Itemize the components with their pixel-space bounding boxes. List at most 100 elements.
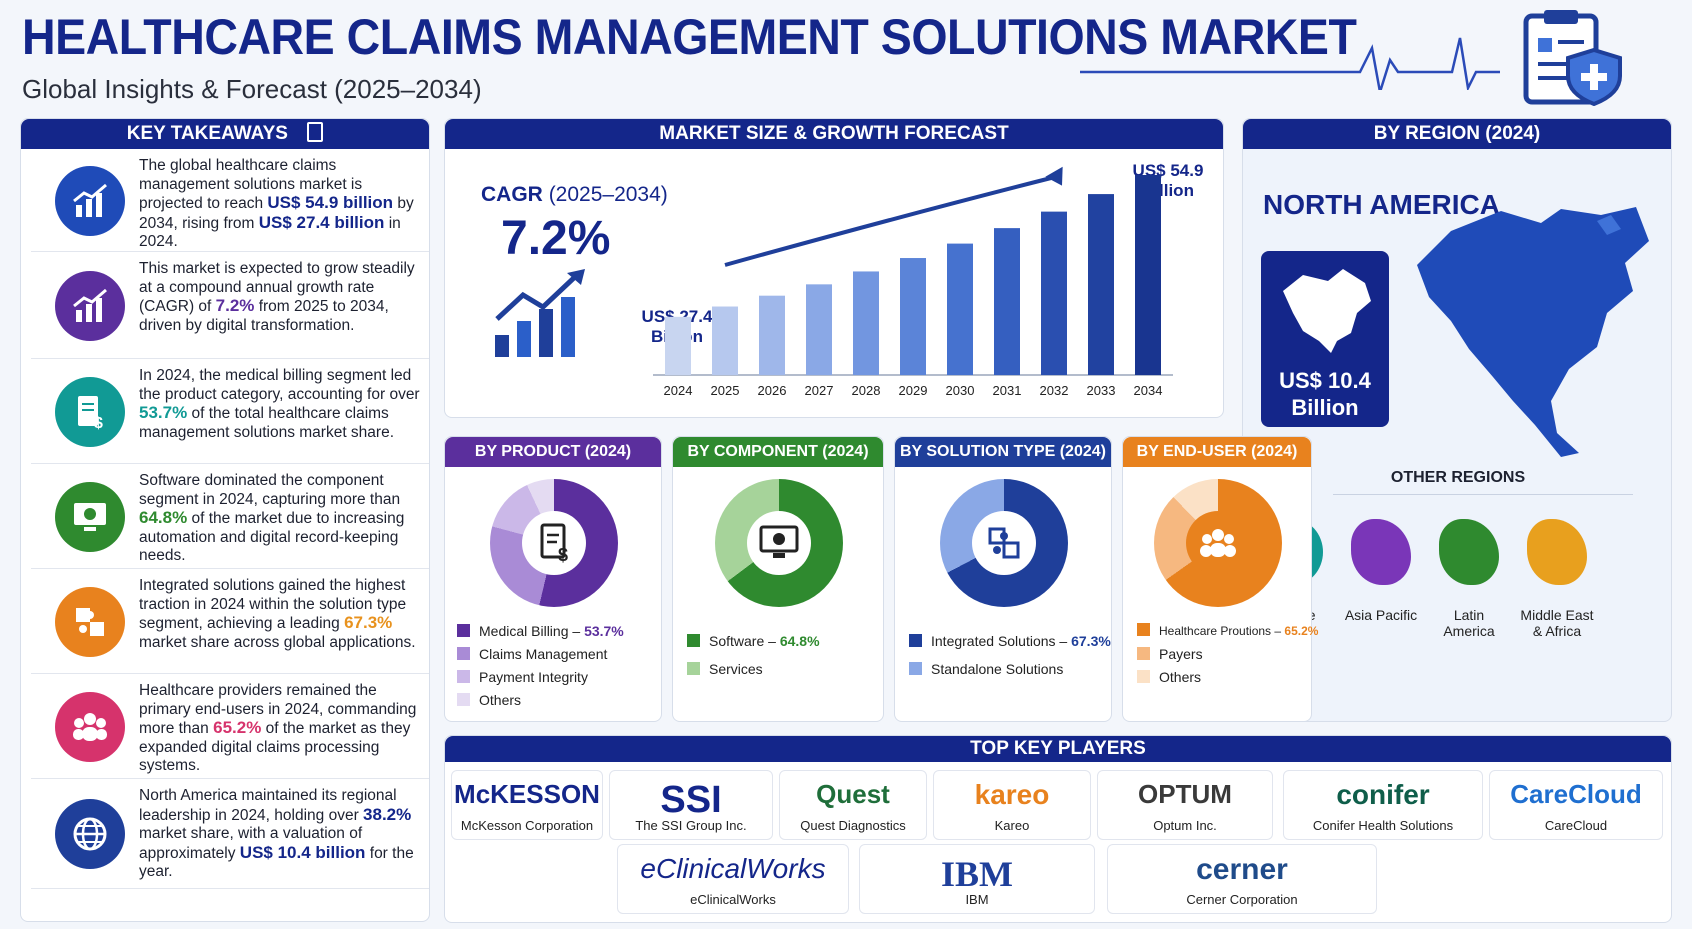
bar-2027 xyxy=(806,284,832,375)
svg-text:$: $ xyxy=(94,415,103,430)
region-header: BY REGION (2024) xyxy=(1243,119,1671,149)
player-logo: SSI xyxy=(660,779,722,821)
takeaway-item: The global healthcare claims management … xyxy=(31,149,429,252)
forecast-panel: MARKET SIZE & GROWTH FORECAST CAGR (2025… xyxy=(444,118,1224,418)
segment-title: BY SOLUTION TYPE (2024) xyxy=(895,437,1111,467)
legend-swatch xyxy=(1137,670,1150,683)
takeaway-text: North America maintained its regional le… xyxy=(139,787,424,882)
legend-swatch xyxy=(1137,623,1150,636)
legend-separator: – xyxy=(1271,624,1285,638)
x-tick-label: 2033 xyxy=(1087,383,1116,398)
player-logo: McKESSON xyxy=(454,779,600,809)
player-logo: IBM xyxy=(941,854,1013,894)
clipboard-icon xyxy=(307,122,324,142)
legend-swatch xyxy=(457,624,470,637)
legend-separator: – xyxy=(764,633,780,649)
x-tick-label: 2026 xyxy=(758,383,787,398)
bar-2031 xyxy=(994,228,1020,375)
legend-swatch xyxy=(457,693,470,706)
legend-swatch xyxy=(457,670,470,683)
asia-pacific-map-icon xyxy=(1351,519,1411,585)
legend-item: Medical Billing – 53.7% xyxy=(457,623,624,639)
legend-value: 67.3% xyxy=(1071,633,1111,649)
legend-item: Standalone Solutions xyxy=(909,661,1063,677)
takeaway-highlight: 38.2% xyxy=(363,804,412,824)
clipboard-shield-icon xyxy=(1523,10,1622,106)
x-tick-label: 2034 xyxy=(1134,383,1163,398)
player-name: Cerner Corporation xyxy=(1186,892,1298,907)
x-tick-label: 2027 xyxy=(805,383,834,398)
player-name: eClinicalWorks xyxy=(690,892,776,907)
other-region-label: Latin America xyxy=(1443,607,1495,639)
takeaway-text-part: of the total healthcare claims managemen… xyxy=(139,405,395,441)
cagr-period: (2025–2034) xyxy=(548,183,668,206)
takeaway-text-part: North America maintained its regional le… xyxy=(139,787,397,824)
takeaway-highlight: 7.2% xyxy=(215,296,255,315)
takeaway-highlight: US$ 54.9 billion xyxy=(267,193,394,212)
legend-label: Payers xyxy=(1159,646,1203,662)
legend-label: Others xyxy=(479,692,522,708)
bar-2034 xyxy=(1135,175,1161,375)
growth-arrow-icon xyxy=(495,269,585,357)
x-tick-label: 2031 xyxy=(993,383,1022,398)
legend-value: 64.8% xyxy=(779,633,820,649)
legend-item: Healthcare Proutions – 65.2% xyxy=(1137,623,1318,638)
player-name: Kareo xyxy=(994,818,1030,833)
cagr-label: CAGR (2025–2034) xyxy=(481,183,668,207)
key-players-header: TOP KEY PLAYERS xyxy=(445,736,1671,762)
segment-title: BY END-USER (2024) xyxy=(1123,437,1311,467)
legend-label: Standalone Solutions xyxy=(931,661,1064,677)
player-logo: OPTUM xyxy=(1138,779,1232,809)
segment-title: BY COMPONENT (2024) xyxy=(673,437,883,467)
bar-2029 xyxy=(900,258,926,375)
people-group-icon xyxy=(55,692,125,762)
arrow-head-icon xyxy=(1045,166,1063,186)
takeaway-highlight: 65.2% xyxy=(213,718,262,737)
other-region-item: Latin America xyxy=(1429,519,1509,639)
other-regions-title: OTHER REGIONS xyxy=(1390,469,1526,486)
legend-swatch xyxy=(687,662,700,675)
legend-item: Payers xyxy=(1137,646,1203,662)
bar-2026 xyxy=(759,295,785,375)
player-logo: conifer xyxy=(1336,779,1430,810)
takeaway-item: This market is expected to grow steadily… xyxy=(31,252,429,359)
heartbeat-line-icon xyxy=(1080,37,1500,90)
takeaway-text-part: for the year. xyxy=(139,844,414,881)
takeaway-text-part: from 2025 to 2034, driven by digital tra… xyxy=(139,298,389,334)
bar-2030 xyxy=(947,243,973,375)
legend-label: Claims Management xyxy=(479,646,608,662)
latin-america-map-icon xyxy=(1439,519,1499,585)
takeaway-text-part: Software dominated the component segment… xyxy=(139,472,401,508)
other-region-label: Middle East & Africa xyxy=(1520,607,1594,639)
player-name: McKesson Corporation xyxy=(460,818,594,833)
legend-item: Software – 64.8% xyxy=(687,633,820,649)
people-group-icon xyxy=(1186,511,1250,575)
legend-label: Services xyxy=(709,661,763,677)
billing-document-icon: $ xyxy=(522,511,586,575)
player-name: IBM xyxy=(965,892,989,907)
legend-swatch xyxy=(909,634,922,647)
player-name: Quest Diagnostics xyxy=(800,818,906,833)
takeaway-text: This market is expected to grow steadily… xyxy=(139,260,424,335)
takeaway-text: Software dominated the component segment… xyxy=(139,472,424,566)
segment-donut-chart xyxy=(715,479,843,607)
segment-donut-chart xyxy=(940,479,1068,607)
legend-label: Others xyxy=(1159,669,1202,685)
player-logo: cerner xyxy=(1196,853,1288,886)
takeaway-text-part: by 2034, rising from xyxy=(139,195,414,232)
cagr-value: 7.2% xyxy=(501,212,611,265)
takeaway-text-part: of the market due to increasing automati… xyxy=(139,510,405,564)
trend-chart-icon xyxy=(55,271,125,341)
legend-item: Integrated Solutions – 67.3% xyxy=(909,633,1111,649)
takeaway-text-part: market share, with a valuation of approx… xyxy=(139,825,363,862)
takeaway-highlight: 53.7% xyxy=(139,403,188,422)
bar-2033 xyxy=(1088,194,1114,375)
takeaway-item: Software dominated the component segment… xyxy=(31,464,429,569)
takeaway-item: Integrated solutions gained the highest … xyxy=(31,569,429,674)
growth-chart-icon xyxy=(55,166,125,236)
